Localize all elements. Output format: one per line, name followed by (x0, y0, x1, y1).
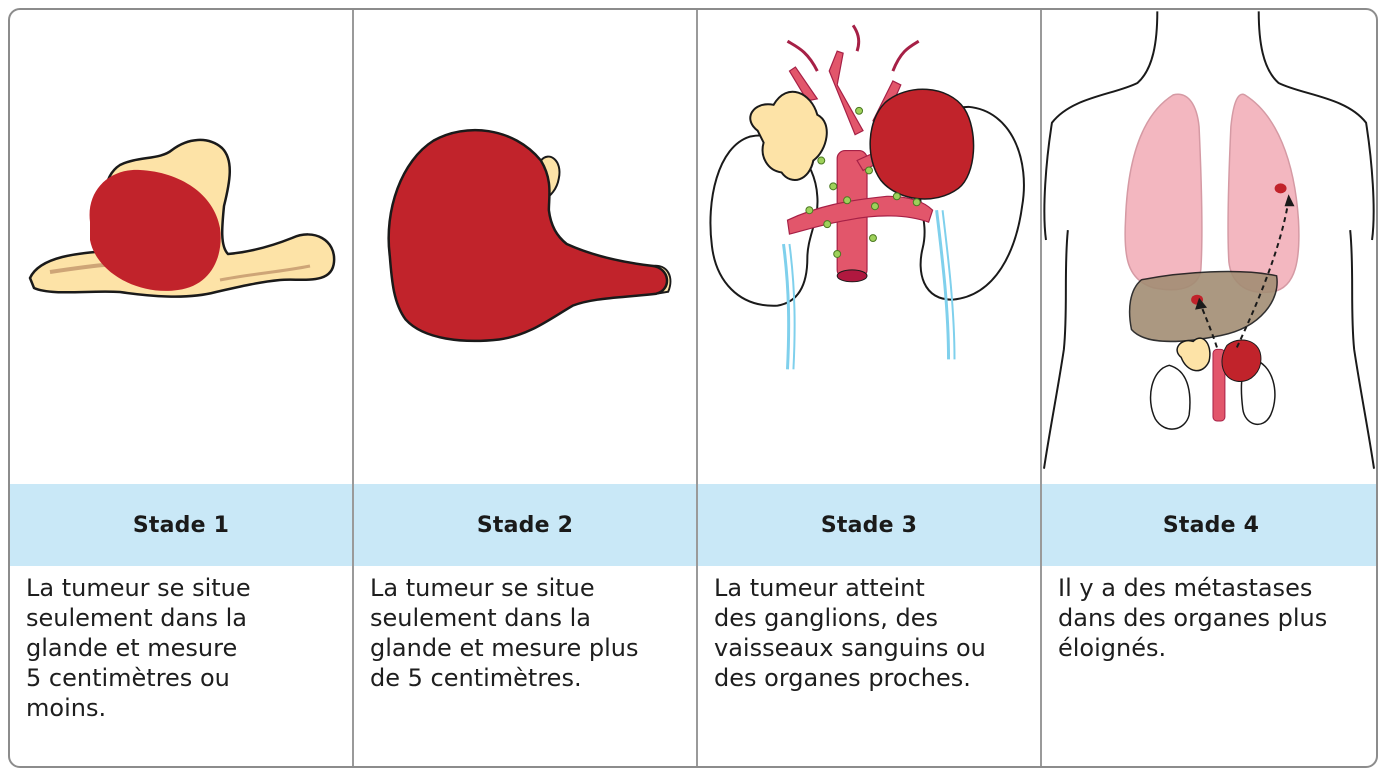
right-lung (1228, 94, 1299, 292)
stage-2-label: Stade 2 (354, 484, 696, 566)
adrenal-gland-tumor-icon (10, 10, 352, 484)
stage-2-description: La tumeur se situe seulement dans la gla… (370, 573, 686, 693)
tumor-shape (389, 130, 667, 341)
tumor-shape (1222, 340, 1261, 381)
tumor-shape (870, 89, 973, 199)
enlarged-tumor-icon (354, 10, 696, 484)
staging-table: Stade 1 La tumeur se situe seulement dan… (8, 8, 1378, 768)
torso-metastasis-icon (1042, 10, 1378, 484)
stage-4-description: Il y a des métastases dans des organes p… (1058, 573, 1370, 663)
stage-4-label: Stade 4 (1042, 484, 1378, 566)
stage-3-description: La tumeur atteint des ganglions, des vai… (714, 573, 1030, 693)
torso-outline (1044, 11, 1374, 468)
stage-1-description: La tumeur se situe seulement dans la gla… (26, 573, 342, 723)
stage-4-column: Stade 4 Il y a des métastases dans des o… (1040, 10, 1378, 766)
left-lung (1125, 94, 1202, 289)
stage-2-column: Stade 2 La tumeur se situe seulement dan… (352, 10, 696, 766)
stage-1-column: Stade 1 La tumeur se situe seulement dan… (10, 10, 352, 766)
stage-3-label: Stade 3 (698, 484, 1040, 566)
kidneys-vessels-icon (698, 10, 1040, 484)
stage-1-label: Stade 1 (10, 484, 352, 566)
stage-3-column: Stade 3 La tumeur atteint des ganglions,… (696, 10, 1040, 766)
